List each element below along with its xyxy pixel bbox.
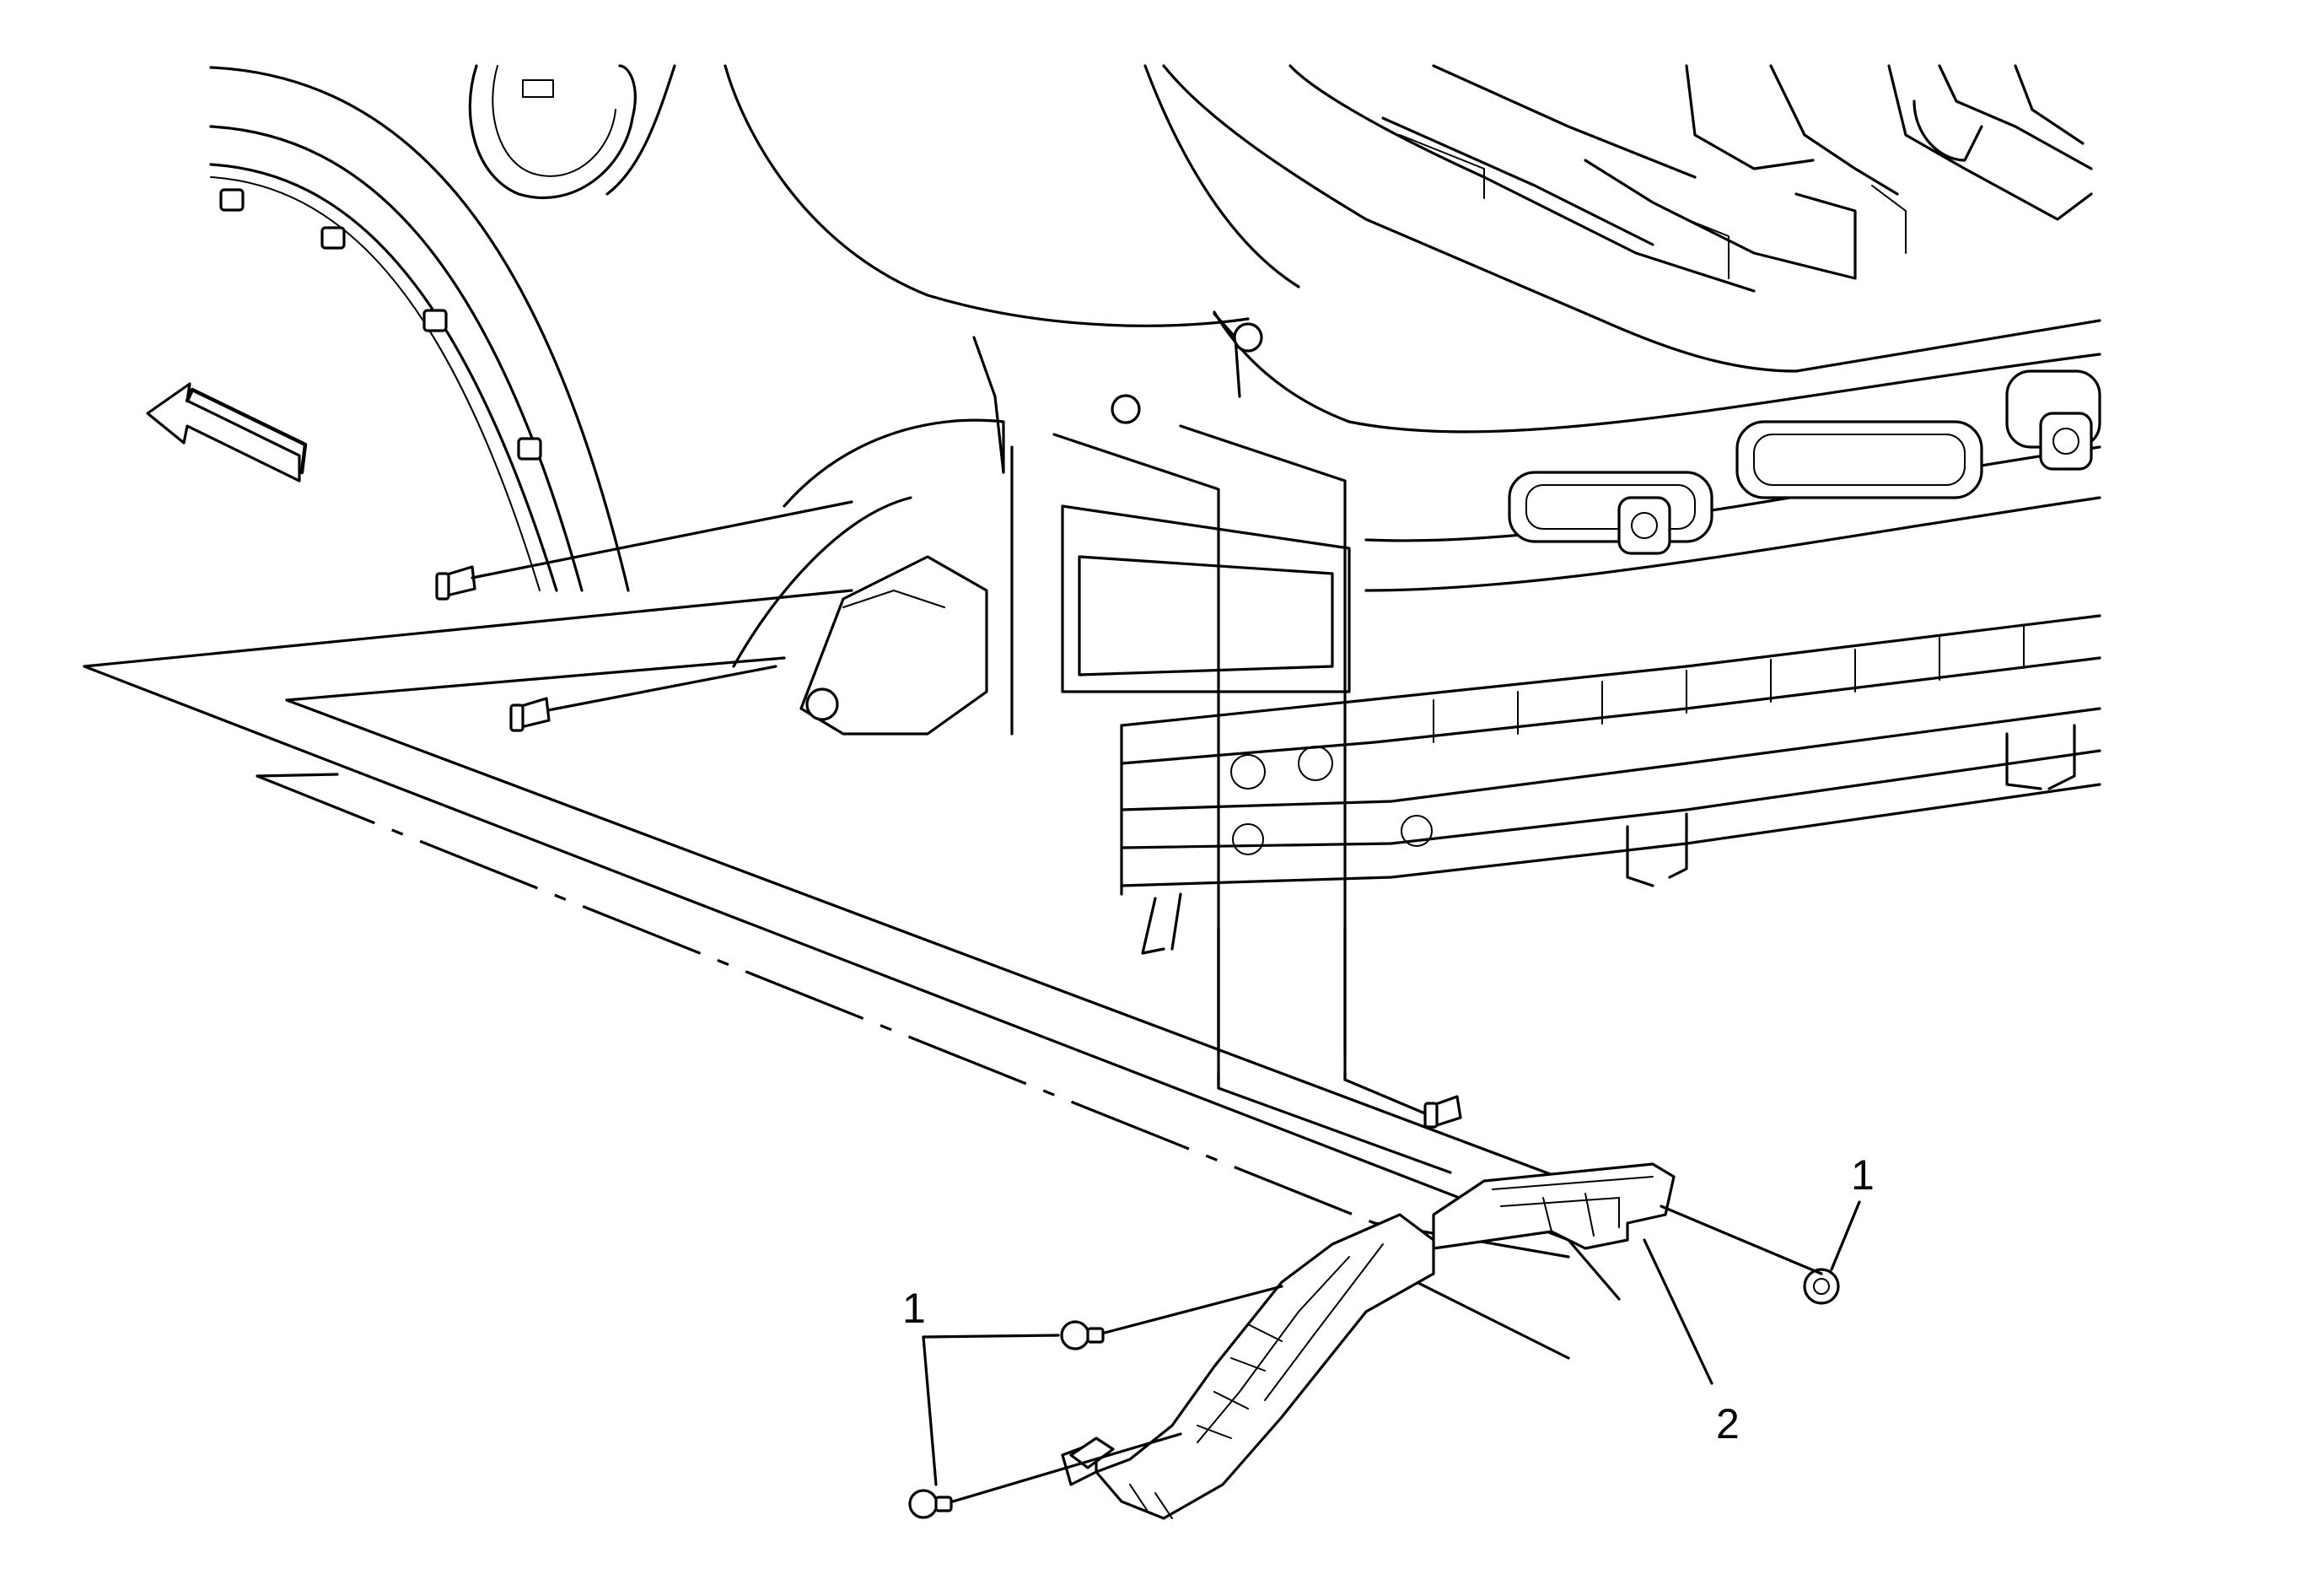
callout-1-right: 1	[1830, 1151, 1875, 1271]
fuel-filler-housing	[468, 64, 676, 200]
callout-2: 2	[1643, 1238, 1740, 1447]
body-push-pin-upper	[435, 565, 476, 601]
rear-lower-panel	[1348, 353, 2101, 592]
callout-2-label: 2	[1716, 1400, 1740, 1447]
fastener-screw-left-lower	[908, 1489, 953, 1519]
body-push-pin-lower	[509, 697, 551, 732]
bracket-push-pin	[1423, 1095, 1462, 1129]
fastener-leader-lines	[951, 1205, 1823, 1503]
fastener-nut-right	[1803, 1268, 1840, 1305]
fastener-screw-left-upper	[1060, 1320, 1105, 1350]
vehicle-body-outline	[209, 64, 2101, 955]
wheel-arch	[209, 66, 630, 592]
callout-1-left: 1	[902, 1285, 1060, 1486]
quarter-panel	[724, 64, 1351, 474]
callout-1-left-label: 1	[902, 1285, 926, 1332]
front-direction-arrow-icon	[146, 382, 308, 482]
bumper-absorber	[1120, 614, 2101, 955]
inner-wheelhouse	[732, 322, 1351, 736]
bumper-bracket	[1061, 1162, 1676, 1520]
rear-floor-panel	[1162, 64, 2101, 373]
callout-1-right-label: 1	[1851, 1151, 1875, 1199]
